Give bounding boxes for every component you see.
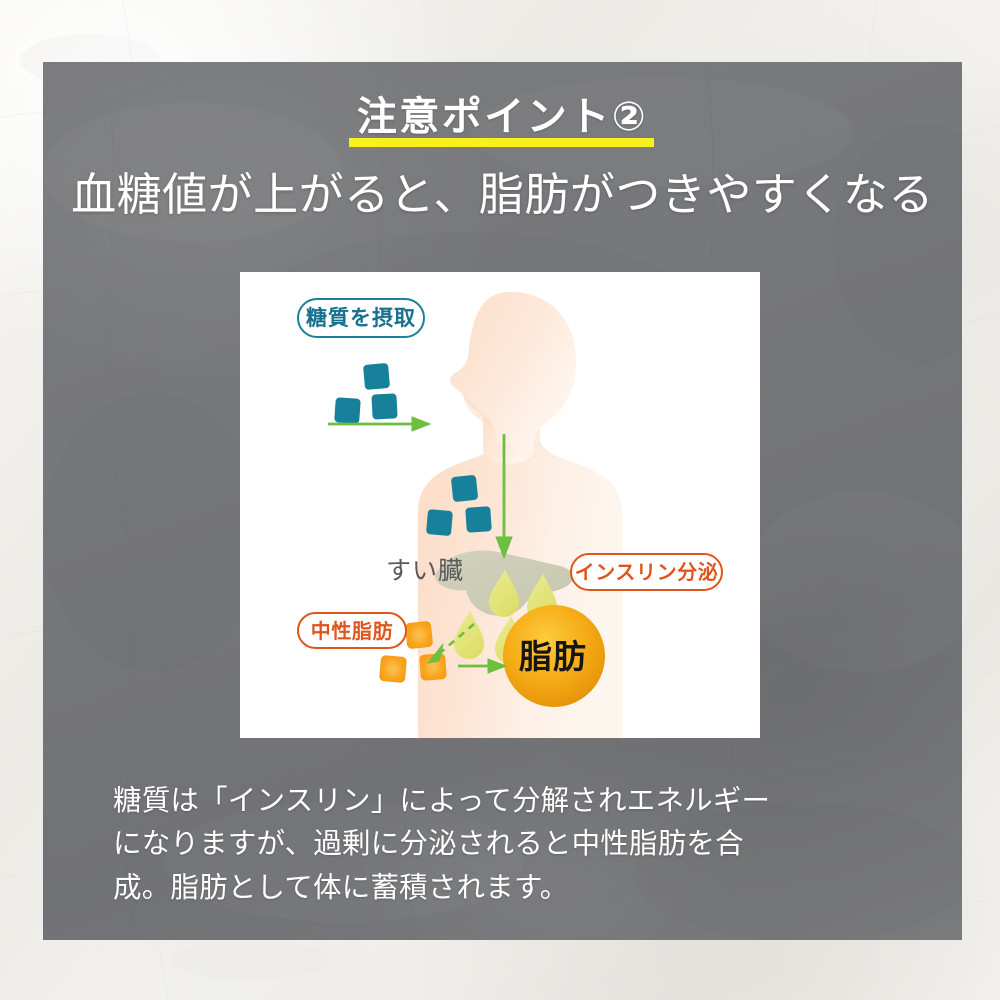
label-pancreas-text: すい臓	[386, 556, 465, 585]
sugar-cubes-orange	[379, 621, 447, 683]
caption-line-1: 糖質は「インスリン」によって分解されエネルギー	[113, 784, 771, 817]
label-fat: 脂肪	[519, 640, 587, 673]
page-kicker: 注意ポイント②	[356, 94, 649, 140]
sugar-cubes-teal-outer	[334, 363, 398, 424]
fat-circle	[503, 605, 605, 707]
label-insulin-secretion-text: インスリン分泌	[574, 560, 719, 584]
label-fat-text: 脂肪	[519, 637, 587, 676]
kicker-wrap: 注意ポイント②	[348, 94, 655, 148]
flow-arrows	[328, 416, 513, 674]
caption-block: 糖質は「インスリン」によって分解されエネルギー になりますが、過剰に分泌されると…	[113, 779, 903, 909]
arrow-to-pancreas	[495, 434, 513, 560]
metabolism-diagram	[328, 292, 622, 738]
label-carb-intake-text: 糖質を摂取	[306, 305, 416, 330]
label-neutral-fat-text: 中性脂肪	[310, 618, 394, 643]
caption-line-3: 成。脂肪として体に蓄積されます。	[113, 870, 569, 904]
arrow-fat-accumulate	[458, 658, 508, 674]
sugar-cubes-teal-inner	[426, 475, 492, 536]
label-pancreas: すい臓	[386, 558, 464, 583]
caption-line-2: になりますが、過剰に分泌されると中性脂肪を合	[113, 827, 744, 861]
heading-block: 注意ポイント② 血糖値が上がると、脂肪がつきやすくなる	[43, 94, 962, 222]
illustration-card: 糖質を摂取 すい臓 インスリン分泌 中性脂肪 脂肪	[240, 272, 760, 738]
label-insulin-secretion: インスリン分泌	[570, 553, 723, 591]
arrow-intake	[328, 416, 432, 432]
page-title: 血糖値が上がると、脂肪がつきやすくなる	[71, 168, 934, 222]
label-carb-intake: 糖質を摂取	[297, 298, 425, 338]
arrow-insulin-to-fat	[426, 623, 475, 664]
content-panel: 注意ポイント② 血糖値が上がると、脂肪がつきやすくなる	[43, 62, 962, 940]
label-neutral-fat: 中性脂肪	[297, 612, 407, 649]
kicker-underline	[348, 138, 655, 148]
